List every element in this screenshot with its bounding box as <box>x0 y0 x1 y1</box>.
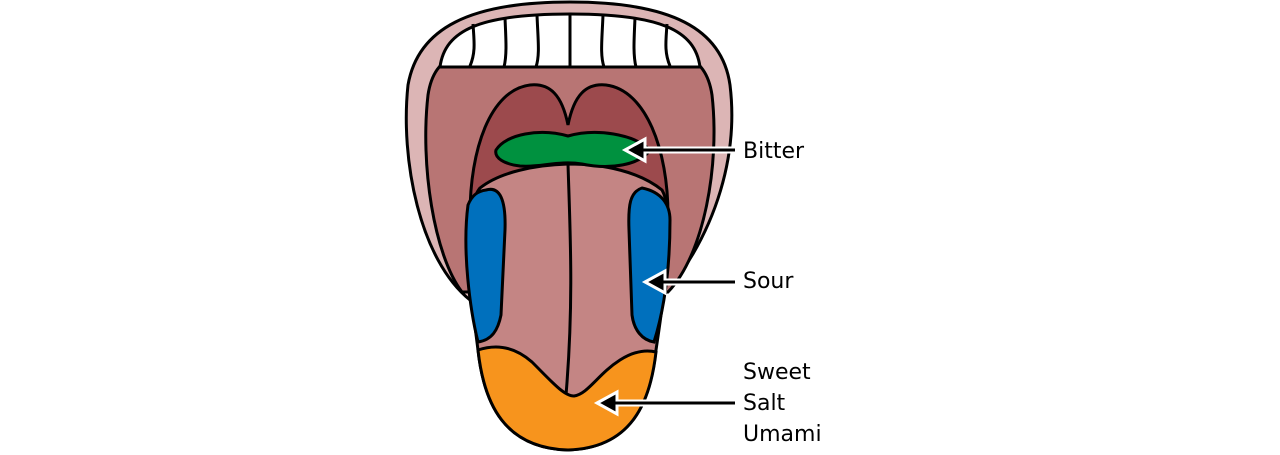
upper-teeth <box>438 12 702 69</box>
bitter-region <box>494 130 652 168</box>
tongue-midline <box>564 163 573 396</box>
sweet-arrow <box>593 389 735 417</box>
sour-region-left <box>464 187 507 344</box>
umami-label: Umami <box>743 422 822 447</box>
salt-label: Salt <box>743 391 786 416</box>
sweet-region <box>476 345 658 452</box>
sweet-label: Sweet <box>743 360 811 385</box>
sour-arrow <box>641 268 735 296</box>
bitter-arrow <box>621 136 735 164</box>
sour-label: Sour <box>743 269 794 294</box>
sweet-salt-umami-label: Sweet Salt Umami <box>743 357 822 450</box>
sour-region-right <box>627 186 672 344</box>
bitter-label: Bitter <box>743 139 805 164</box>
